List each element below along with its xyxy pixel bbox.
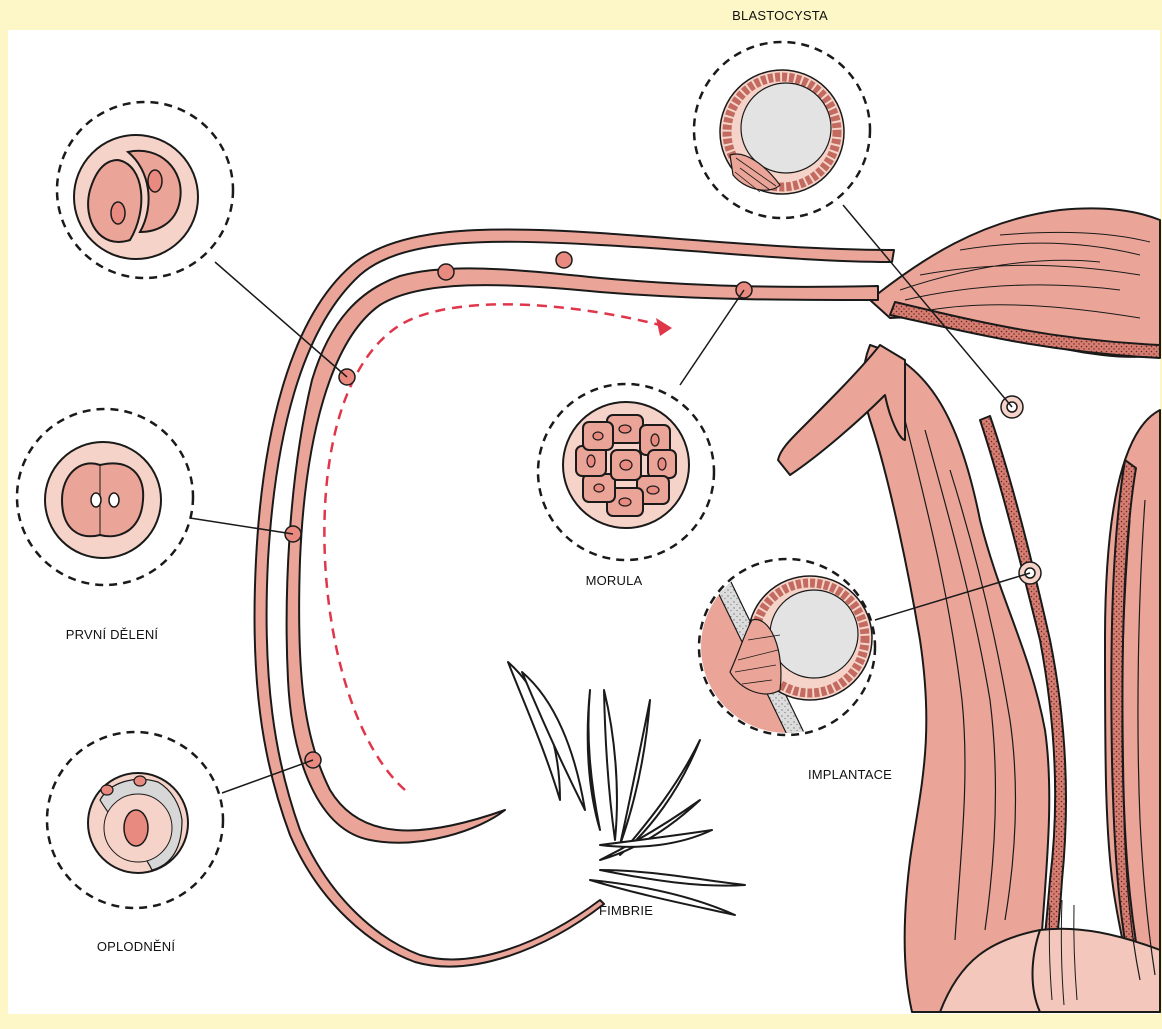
zygote-circle (17, 409, 193, 585)
label-fimbrie: FIMBRIE (599, 903, 653, 918)
blastocyst-circle (694, 42, 870, 218)
label-oplodneni: OPLODNĚNÍ (97, 939, 175, 954)
label-blastocysta: BLASTOCYSTA (732, 8, 828, 23)
label-implantace: IMPLANTACE (808, 767, 892, 782)
fertilization-circle (47, 732, 223, 908)
morula-circle (538, 384, 714, 560)
two-cell-stage-circle (57, 102, 233, 278)
label-morula: MORULA (586, 573, 643, 588)
label-prvni-deleni: PRVNÍ DĚLENÍ (66, 627, 158, 642)
